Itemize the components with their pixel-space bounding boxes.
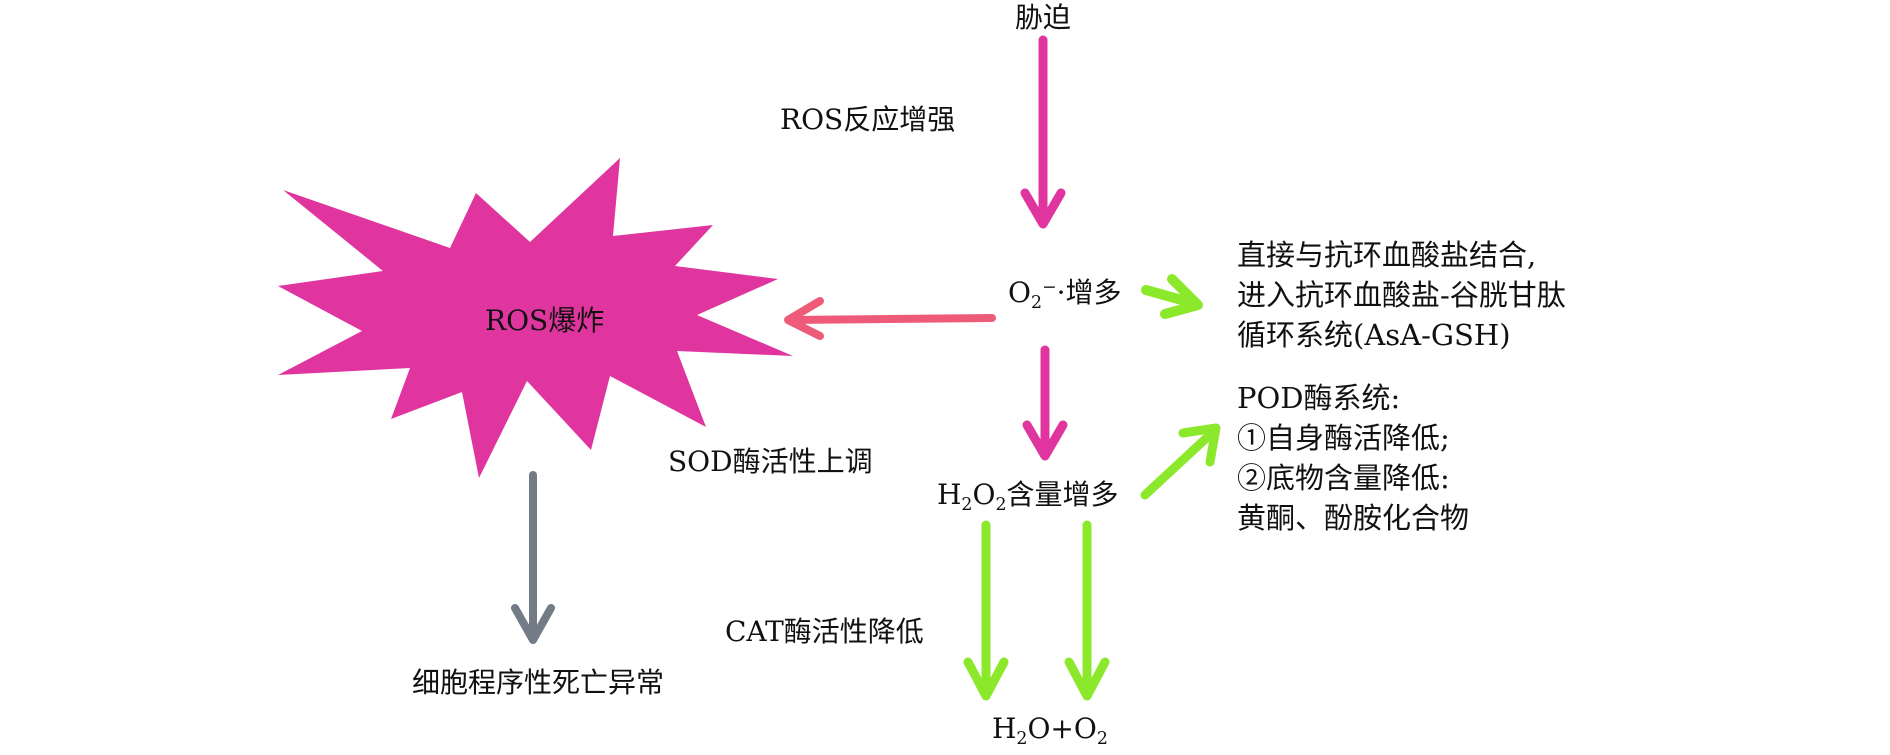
h2o2-sub1: 2 <box>961 495 973 516</box>
arrow-h2o2-to-pod <box>1140 423 1221 500</box>
arrow-superoxide-to-h2o2 <box>1022 345 1068 461</box>
label-sod: SOD酶活性上调 <box>668 445 873 478</box>
superoxide-subscript: 2 <box>1030 293 1043 314</box>
label-cat: CAT酶活性降低 <box>725 615 924 648</box>
h2o2-o: O <box>972 478 996 511</box>
pod-line: ②底物含量降低: <box>1237 461 1450 495</box>
products-sub2: 2 <box>1096 729 1108 750</box>
products-mid: O+O <box>1027 712 1097 745</box>
arrow-h2o2-to-products-right <box>1064 520 1110 701</box>
node-superoxide: O2−·增多 <box>1008 276 1122 312</box>
arrow-ros-burst-to-apoptosis <box>511 471 555 644</box>
superoxide-base: O <box>1008 276 1031 309</box>
node-pod: POD酶系统: ①自身酶活降低; ②底物含量降低: 黄酮、酚胺化合物 <box>1237 378 1469 538</box>
superoxide-suffix: ·增多 <box>1056 276 1122 309</box>
node-ros-burst: ROS爆炸 <box>485 304 605 337</box>
h2o2-h: H <box>937 478 962 511</box>
pod-line: ①自身酶活降低; <box>1237 421 1450 455</box>
asa-gsh-line: 直接与抗环血酸盐结合, <box>1237 238 1537 272</box>
asa-gsh-line: 进入抗环血酸盐-谷胱甘肽 <box>1237 278 1566 312</box>
superoxide-charge: − <box>1042 277 1057 298</box>
arrow-h2o2-to-products-left <box>963 520 1009 701</box>
products-sub1: 2 <box>1016 729 1028 750</box>
pod-line: 黄酮、酚胺化合物 <box>1237 501 1470 535</box>
asa-gsh-line: 循环系统(AsA-GSH) <box>1237 318 1511 352</box>
ros-burst-shape <box>278 158 793 478</box>
node-h2o2: H2O2含量增多 <box>937 478 1119 514</box>
h2o2-sub2: 2 <box>995 495 1007 516</box>
node-stress: 胁迫 <box>1015 1 1072 34</box>
products-h: H <box>992 712 1017 745</box>
node-apoptosis: 细胞程序性死亡异常 <box>412 666 665 699</box>
label-ros-enhanced: ROS反应增强 <box>780 103 956 136</box>
pod-line: POD酶系统: <box>1237 381 1401 415</box>
node-products: H2O+O2 <box>992 712 1108 748</box>
arrow-superoxide-to-asa-gsh <box>1141 274 1203 319</box>
h2o2-suffix: 含量增多 <box>1006 478 1119 511</box>
arrow-stress-to-superoxide <box>1020 35 1066 229</box>
arrow-superoxide-to-ros-burst <box>784 297 996 340</box>
node-asa-gsh: 直接与抗环血酸盐结合, 进入抗环血酸盐-谷胱甘肽 循环系统(AsA-GSH) <box>1237 235 1566 355</box>
